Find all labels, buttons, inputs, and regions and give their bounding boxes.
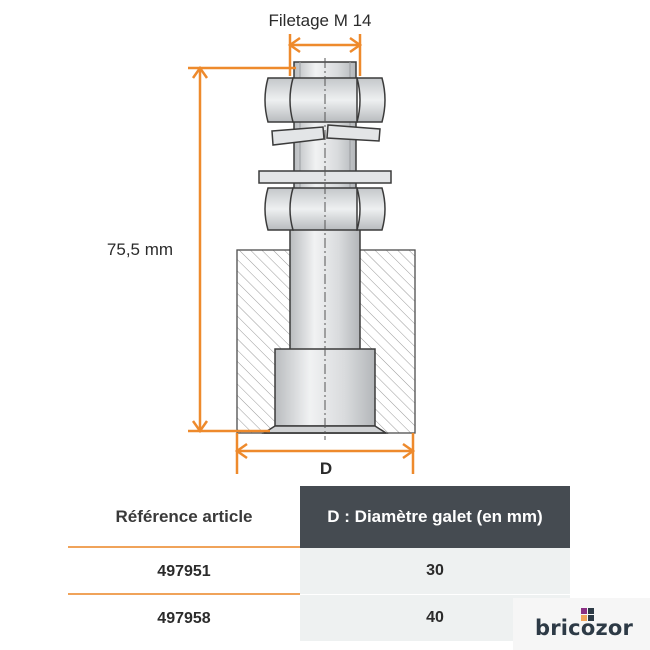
logo-wordmark: bricozor: [535, 616, 634, 640]
bolt-technical-drawing: Filetage M 14 75,5 mm D: [107, 11, 416, 478]
height-dimension: [188, 65, 296, 434]
top-nut: [264, 77, 386, 123]
logo-mark-icon: [581, 608, 595, 622]
height-label: 75,5 mm: [107, 240, 173, 259]
row-1-reference: 497951: [157, 562, 211, 580]
thread-label: Filetage M 14: [269, 11, 372, 30]
row-separator: [68, 546, 300, 548]
row-1-diameter: 30: [300, 548, 570, 594]
header-diameter: D : Diamètre galet (en mm): [300, 486, 570, 548]
diameter-dimension: [234, 433, 416, 474]
lower-nut: [264, 187, 386, 231]
bricozor-logo: bricozor: [513, 598, 650, 650]
lock-washer: [271, 124, 381, 146]
row-separator: [68, 593, 300, 595]
thread-dimension: [287, 34, 363, 76]
diameter-label: D: [320, 459, 332, 478]
row-2-reference: 497958: [157, 609, 211, 627]
header-reference: Référence article: [115, 507, 253, 526]
